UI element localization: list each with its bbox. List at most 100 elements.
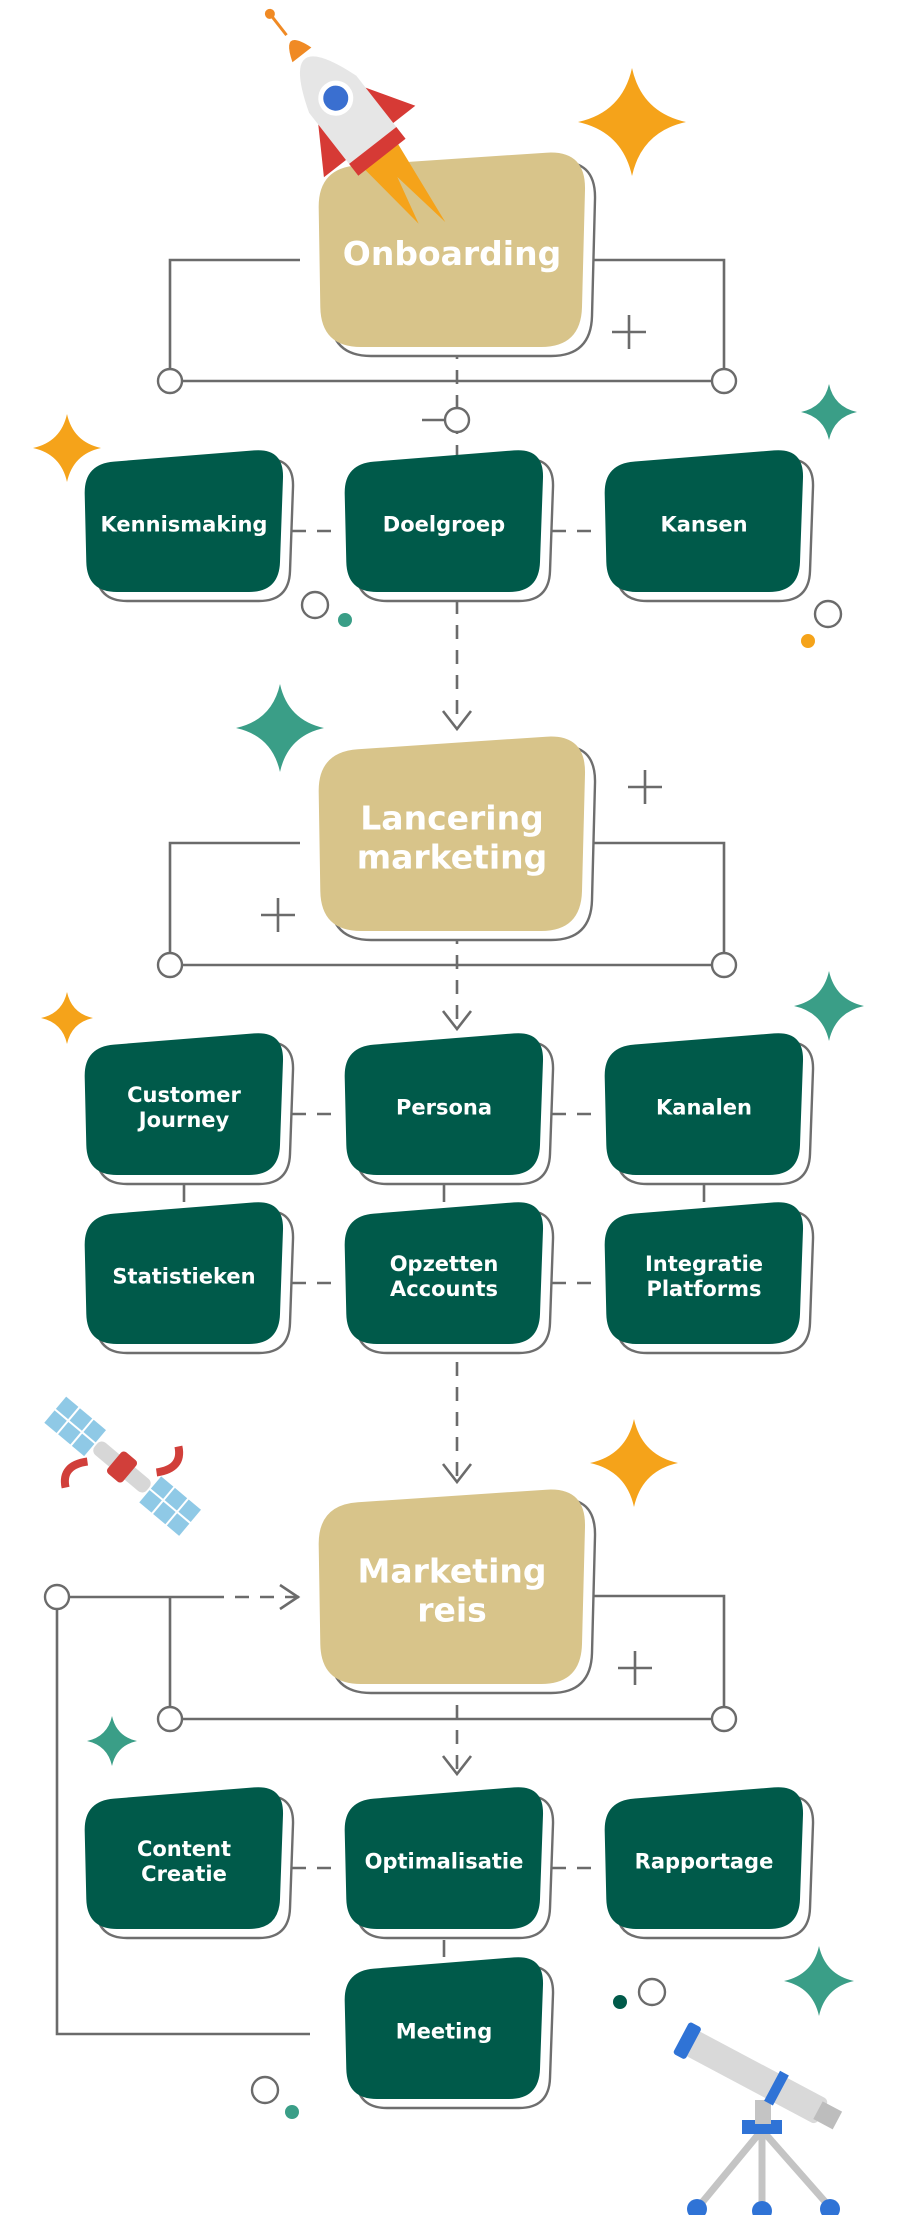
box-fill (84, 450, 284, 592)
connector (168, 841, 300, 964)
ring-icon (156, 951, 184, 979)
box-label-line: Rapportage (635, 1850, 774, 1874)
box-fill (318, 152, 586, 347)
box-fill (84, 1787, 284, 1929)
box-label-line: Kennismaking (101, 513, 268, 537)
ring-icon (637, 1977, 667, 2007)
dot-icon (338, 613, 352, 627)
box-persona: Persona (344, 1033, 555, 1186)
connector (593, 258, 726, 380)
dot-icon (613, 1995, 627, 2009)
box-label-line: Creatie (141, 1862, 227, 1886)
box-rapportage: Rapportage (604, 1787, 815, 1940)
box-label-line: Kanalen (656, 1096, 752, 1120)
arrow-head (441, 710, 473, 732)
box-label-line: Content (137, 1837, 231, 1861)
box-label-line: Integratie (645, 1252, 763, 1276)
box-meeting: Meeting (344, 1957, 555, 2110)
sparkle-icon (578, 68, 686, 176)
ring-icon (300, 590, 330, 620)
ring-icon (710, 1705, 738, 1733)
sparkle-icon (33, 414, 101, 482)
box-kanalen: Kanalen (604, 1033, 815, 1186)
arrow-head (441, 1755, 473, 1777)
decorations (33, 8, 864, 2215)
box-optimalisatie: Optimalisatie (344, 1787, 555, 1940)
box-fill (84, 1202, 284, 1344)
connector (55, 1605, 310, 2036)
ring-icon (813, 599, 843, 629)
plus-icon (612, 315, 646, 349)
box-doelgroep: Doelgroep (344, 450, 555, 603)
box-label-line: Onboarding (343, 234, 561, 273)
arrow-head (441, 1010, 473, 1032)
telescope-icon (673, 2022, 843, 2215)
box-label-line: Marketing (357, 1551, 546, 1590)
box-label-line: reis (417, 1590, 487, 1629)
sparkle-icon (801, 384, 857, 440)
box-fill (604, 450, 804, 592)
box-fill (318, 736, 586, 931)
rocket-icon (264, 8, 446, 224)
box-fill (318, 1489, 586, 1684)
box-fill (84, 1033, 284, 1175)
ring-icon (156, 367, 184, 395)
parent-box-onboarding: Onboarding (318, 152, 597, 358)
sparkle-icon (794, 971, 864, 1041)
box-label-line: Doelgroep (383, 513, 505, 537)
box-label-line: Statistieken (112, 1265, 255, 1289)
box-label-line: Platforms (646, 1277, 761, 1301)
arrow-head (279, 1583, 301, 1611)
box-kennismaking: Kennismaking (84, 450, 295, 603)
satellite-icon (44, 1396, 201, 1536)
plus-icon (618, 1651, 652, 1685)
arrow-head (441, 1463, 473, 1485)
box-label-line: Meeting (396, 2020, 493, 2044)
box-fill (344, 1957, 544, 2099)
box-fill (344, 1202, 544, 1344)
box-kansen: Kansen (604, 450, 815, 603)
connector-lines (55, 258, 726, 2036)
ring-icon (156, 1705, 184, 1733)
ring-icon (710, 367, 738, 395)
box-fill (604, 1033, 804, 1175)
sparkle-icon (87, 1716, 137, 1766)
connector (593, 1594, 726, 1718)
plus-icon (261, 898, 295, 932)
connector (168, 258, 300, 380)
box-label-line: marketing (357, 837, 548, 876)
box-label-line: Optimalisatie (365, 1850, 524, 1874)
box-label-line: Lancering (360, 798, 543, 837)
ring-icon (443, 406, 471, 434)
box-label-line: Customer (127, 1083, 241, 1107)
ring-icon (250, 2075, 280, 2105)
box-fill (344, 450, 544, 592)
ring-icon (43, 1583, 71, 1611)
box-fill (604, 1787, 804, 1929)
sparkle-icon (41, 992, 93, 1044)
connector (593, 841, 726, 964)
plus-icon (628, 770, 662, 804)
sparkle-icon (590, 1419, 678, 1507)
box-statistieken: Statistieken (84, 1202, 295, 1355)
box-fill (604, 1202, 804, 1344)
box-label-line: Kansen (660, 513, 747, 537)
box-label-line: Journey (137, 1108, 230, 1132)
box-label-line: Persona (396, 1096, 492, 1120)
box-label-line: Opzetten (390, 1252, 499, 1276)
ring-icon (710, 951, 738, 979)
box-fill (344, 1033, 544, 1175)
sparkle-icon (236, 684, 324, 772)
box-label-line: Accounts (390, 1277, 498, 1301)
dot-icon (801, 634, 815, 648)
sparkle-icon (784, 1946, 854, 2016)
dot-icon (285, 2105, 299, 2119)
